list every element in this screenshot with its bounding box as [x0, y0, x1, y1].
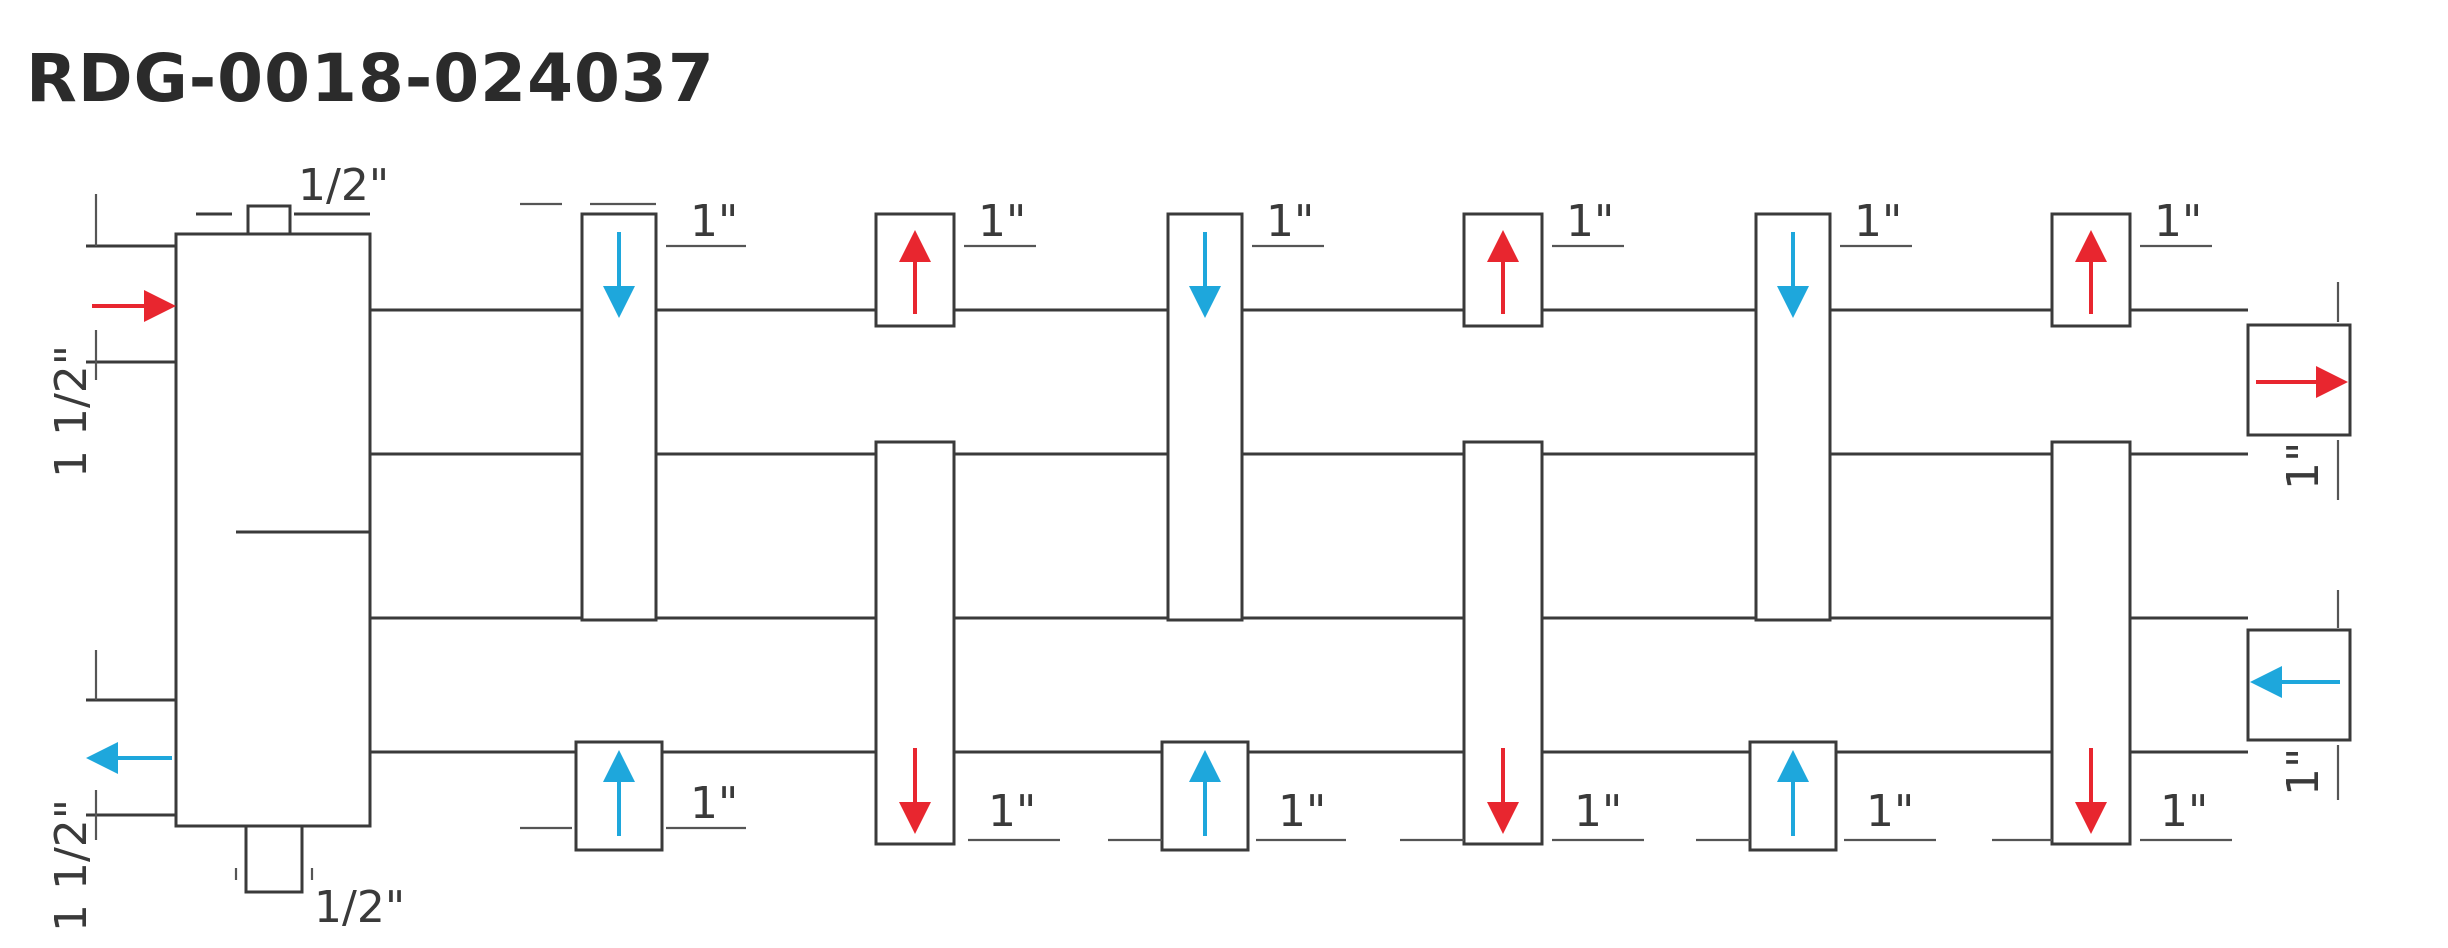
flow-arrows [86, 230, 2348, 836]
dim-bottom-outlet-6: 1" [2160, 786, 2208, 837]
dim-bottom-outlet-2: 1" [988, 786, 1036, 837]
dimension-labels: 1/2" 1/2" 1 1/2" 1 1/2" 1" 1" 1" 1" 1" 1… [46, 160, 2329, 933]
dim-bottom-outlet-5: 1" [1866, 786, 1914, 837]
dim-bottom-outlet-1: 1" [690, 778, 738, 829]
dim-top-connection: 1/2" [298, 160, 389, 211]
dim-top-outlet-1: 1" [690, 196, 738, 247]
dim-top-outlet-2: 1" [978, 196, 1026, 247]
right-end-connections [2246, 282, 2352, 800]
dim-right-lower-side: 1" [2278, 748, 2329, 796]
dim-right-upper-side: 1" [2278, 442, 2329, 490]
dimension-leaders [520, 202, 2232, 842]
hydraulic-separator [86, 194, 372, 894]
dim-top-outlet-6: 1" [2154, 196, 2202, 247]
dim-bottom-connection: 1/2" [314, 882, 405, 933]
dim-bottom-outlet-3: 1" [1278, 786, 1326, 837]
dim-top-outlet-3: 1" [1266, 196, 1314, 247]
dim-left-upper-side: 1 1/2" [46, 345, 97, 478]
dim-left-lower-side: 1 1/2" [46, 799, 97, 932]
dim-bottom-outlet-4: 1" [1574, 786, 1622, 837]
dim-top-outlet-4: 1" [1566, 196, 1614, 247]
dim-top-outlet-5: 1" [1854, 196, 1902, 247]
header-pipes [370, 308, 2248, 754]
page-title: RDG-0018-024037 [26, 40, 715, 117]
